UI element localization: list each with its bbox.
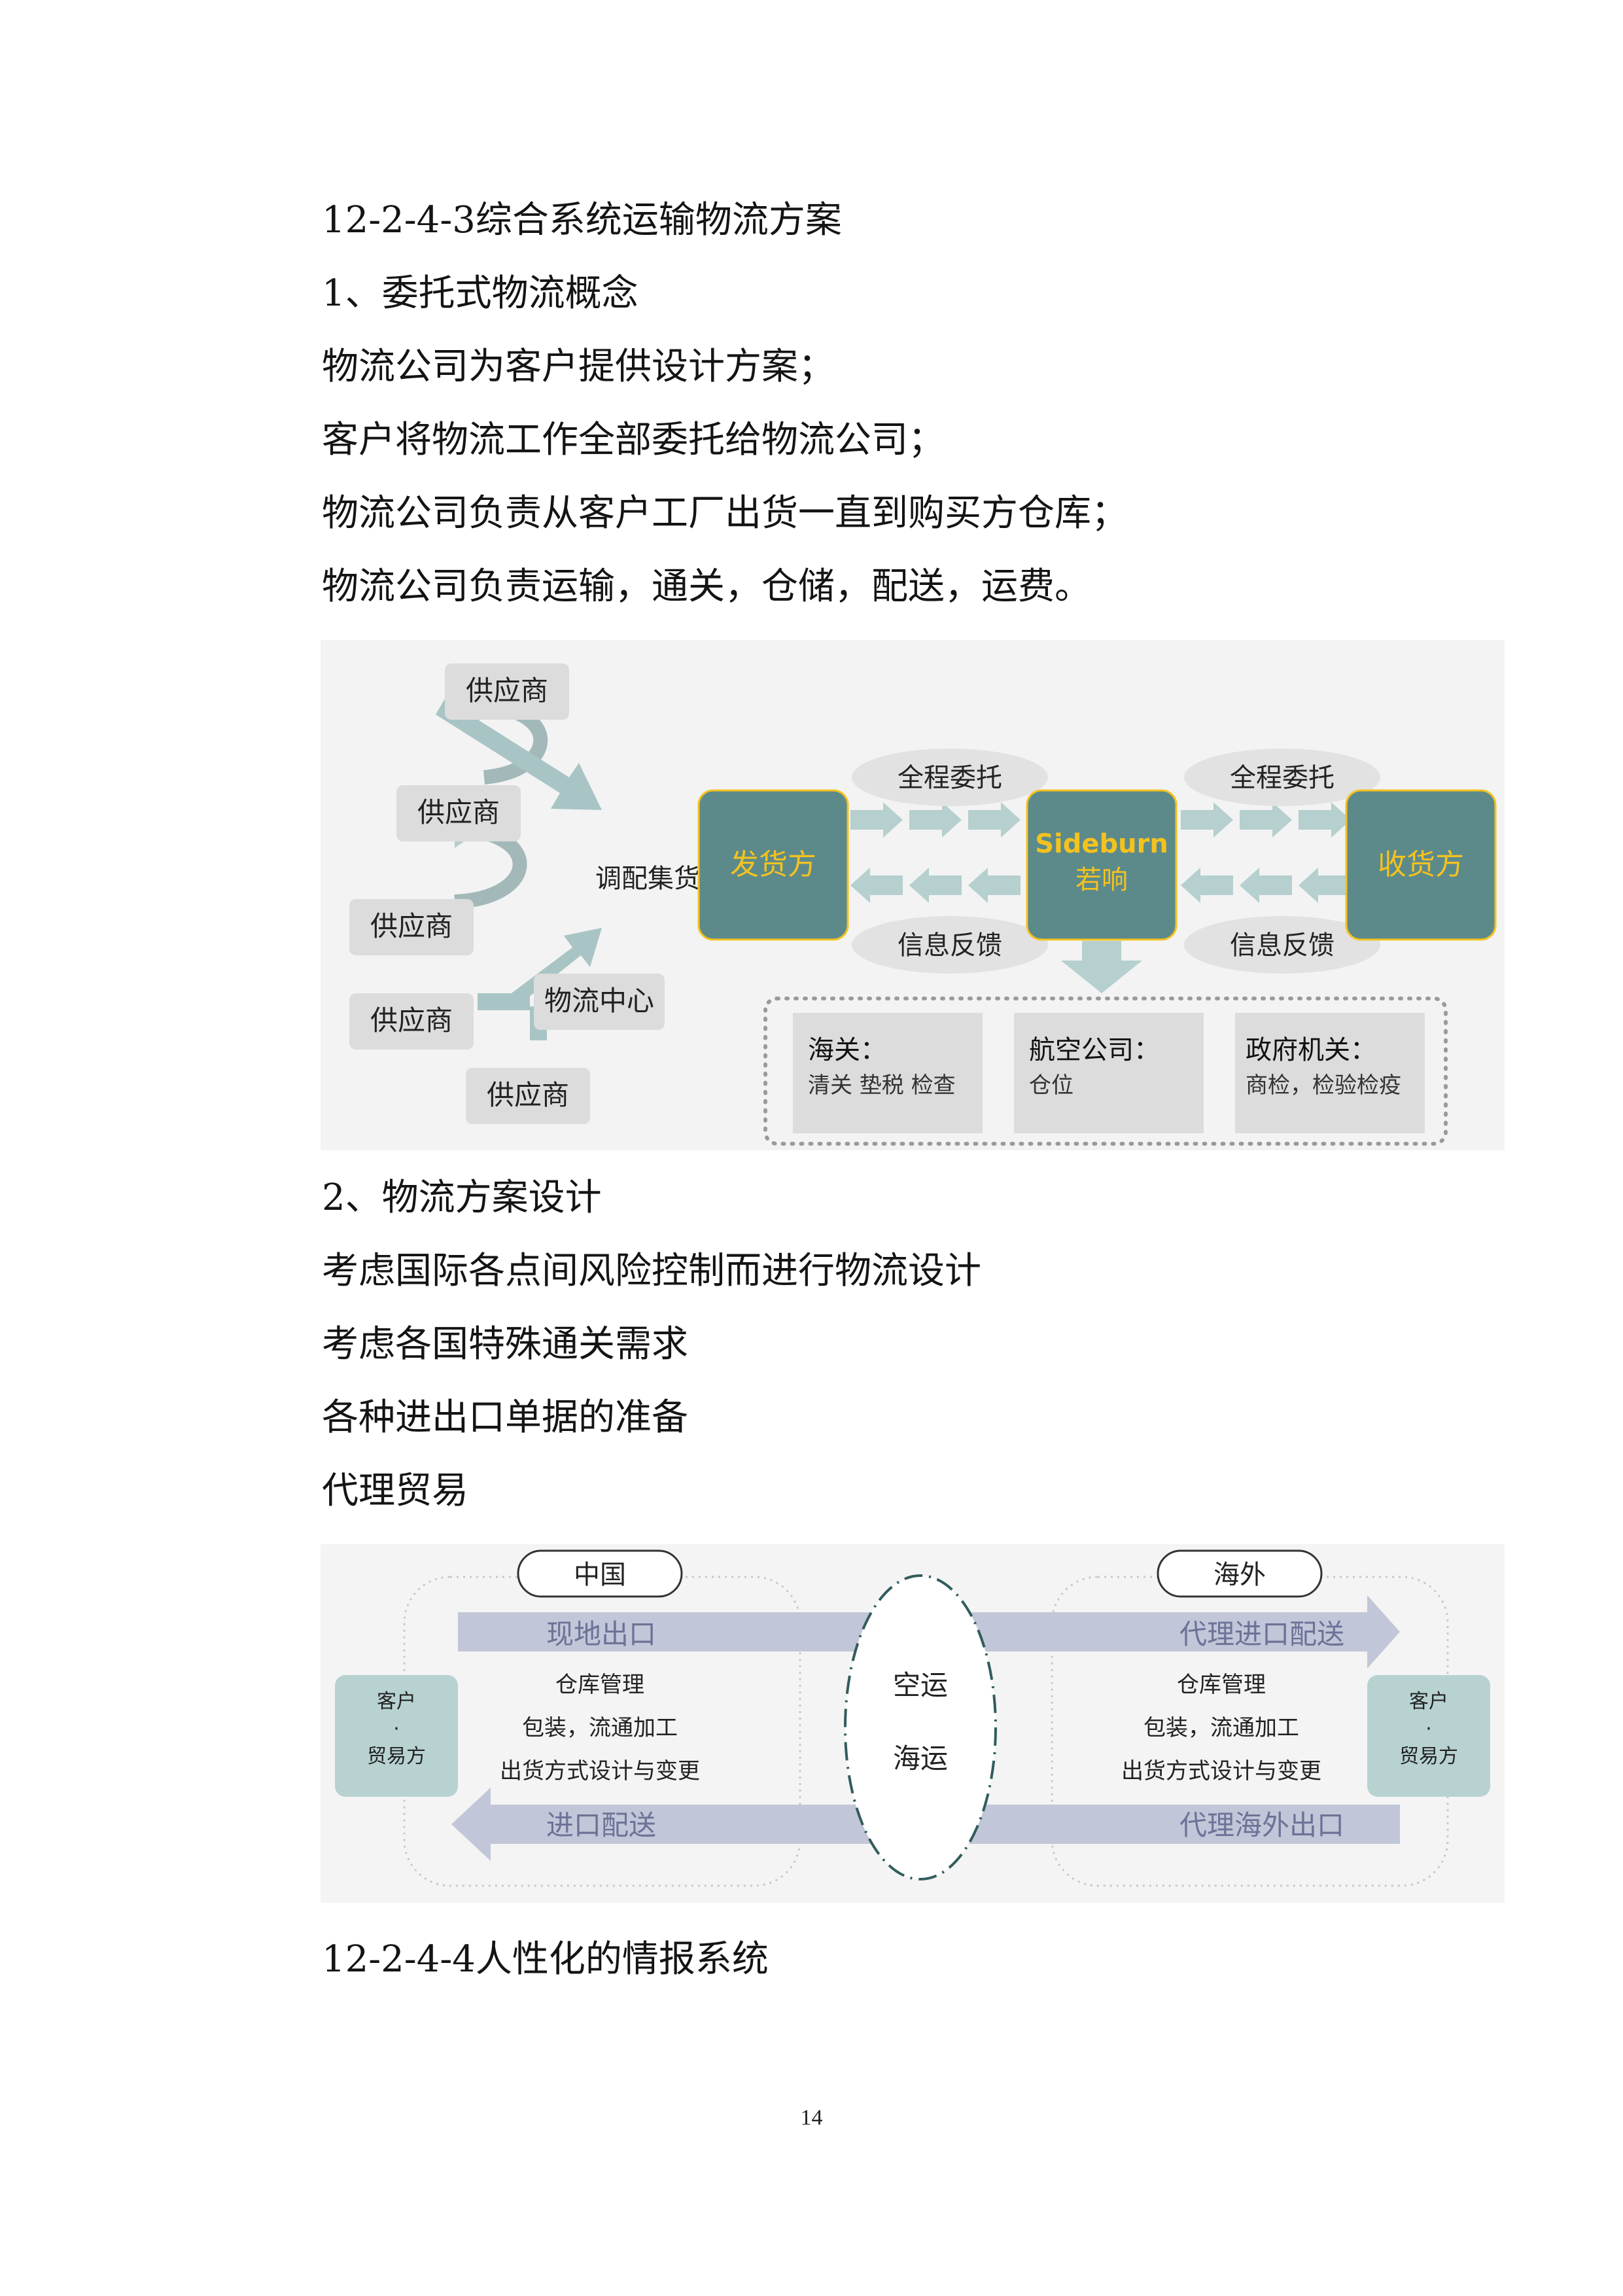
figure-entrusted-logistics: 供应商 供应商 供应商 供应商 供应商 调配集货 物流中心 — [321, 640, 1505, 1150]
section-heading-next: 12-2-4-4人性化的情报系统 — [322, 1938, 769, 1981]
supplier-node: 供应商 — [466, 1068, 590, 1124]
svg-text:包装，流通加工: 包装，流通加工 — [1143, 1715, 1299, 1741]
feedback-label: 信息反馈 — [1184, 916, 1380, 974]
svg-text:政府机关：: 政府机关： — [1246, 1035, 1376, 1065]
transport-ellipse: 空运 海运 — [844, 1574, 997, 1881]
feedback-flow-arrows — [850, 868, 1351, 903]
paragraph-line: 物流公司负责运输，通关，仓储，配送，运费。 — [322, 565, 1091, 608]
agencies-container — [763, 997, 1448, 1146]
agency-box-government: 政府机关： 商检，检验检疫 — [1235, 1013, 1425, 1133]
paragraph-line: 物流公司为客户提供设计方案； — [322, 345, 835, 388]
svg-text:客户: 客户 — [1409, 1690, 1448, 1713]
feedback-label: 信息反馈 — [852, 916, 1048, 974]
svg-text:空运: 空运 — [893, 1669, 948, 1701]
logistics-center-node: 物流中心 — [534, 974, 665, 1030]
import-delivery-label: 进口配送 — [546, 1809, 656, 1841]
svg-text:仓位: 仓位 — [1029, 1072, 1073, 1099]
svg-text:出货方式设计与变更: 出货方式设计与变更 — [500, 1758, 700, 1784]
paragraph-line: 客户将物流工作全部委托给物流公司； — [322, 419, 945, 461]
svg-text:若响: 若响 — [1075, 865, 1128, 895]
shipper-node: 发货方 — [697, 789, 849, 941]
entrust-flow-arrows — [850, 802, 1351, 838]
svg-text:海关：: 海关： — [808, 1035, 886, 1065]
paragraph-line: 考虑国际各点间风险控制而进行物流设计 — [322, 1250, 981, 1292]
export-local-label: 现地出口 — [546, 1618, 656, 1650]
svg-text:全程委托: 全程委托 — [898, 763, 1002, 793]
export-agent-label: 代理海外出口 — [1179, 1809, 1344, 1841]
entrust-label: 全程委托 — [1184, 749, 1380, 806]
down-arrow — [1061, 941, 1142, 993]
svg-text:航空公司：: 航空公司： — [1029, 1035, 1160, 1065]
svg-text:海外: 海外 — [1213, 1560, 1266, 1590]
agency-box-customs: 海关： 清关 垫税 检查 — [793, 1013, 983, 1133]
svg-text:信息反馈: 信息反馈 — [898, 930, 1002, 961]
svg-text:包装，流通加工: 包装，流通加工 — [522, 1715, 678, 1741]
svg-text:客户: 客户 — [377, 1690, 416, 1713]
china-label: 中国 — [517, 1549, 683, 1598]
svg-text:供应商: 供应商 — [370, 1004, 453, 1036]
supplier-node: 供应商 — [349, 993, 474, 1050]
client-right-box: 客户 · 贸易方 — [1367, 1675, 1490, 1797]
company-node: Sideburn 若响 — [1026, 789, 1178, 941]
svg-text:中国: 中国 — [574, 1560, 626, 1590]
subsection-title-1: 1、委托式物流概念 — [322, 272, 638, 315]
client-left-box: 客户 · 贸易方 — [335, 1675, 458, 1797]
supplier-node: 供应商 — [445, 663, 569, 720]
supplier-node: 供应商 — [349, 899, 474, 955]
svg-text:全程委托: 全程委托 — [1230, 763, 1335, 793]
consignee-node: 收货方 — [1345, 789, 1497, 941]
svg-text:发货方: 发货方 — [730, 848, 816, 881]
svg-text:收货方: 收货方 — [1378, 848, 1464, 881]
svg-text:仓库管理: 仓库管理 — [1177, 1672, 1266, 1698]
services-left: 仓库管理 包装，流通加工 出货方式设计与变更 — [500, 1672, 700, 1784]
overseas-label: 海外 — [1157, 1549, 1323, 1598]
paragraph-line: 考虑各国特殊通关需求 — [322, 1323, 688, 1366]
paragraph-line: 物流公司负责从客户工厂出货一直到购买方仓库； — [322, 492, 1128, 535]
svg-text:供应商: 供应商 — [370, 910, 453, 942]
services-right: 仓库管理 包装，流通加工 出货方式设计与变更 — [1121, 1672, 1321, 1784]
entrust-label: 全程委托 — [852, 749, 1048, 806]
svg-text:·: · — [393, 1718, 400, 1740]
supplier-node: 供应商 — [396, 785, 521, 841]
center-arrow — [507, 928, 602, 1008]
svg-text:海运: 海运 — [893, 1742, 948, 1775]
supply-arrow — [436, 699, 602, 810]
svg-text:商检，检验检疫: 商检，检验检疫 — [1246, 1072, 1401, 1099]
svg-text:清关 垫税 检查: 清关 垫税 检查 — [808, 1072, 956, 1099]
svg-text:信息反馈: 信息反馈 — [1230, 930, 1335, 961]
svg-text:供应商: 供应商 — [417, 796, 500, 828]
svg-text:供应商: 供应商 — [487, 1079, 569, 1111]
paragraph-line: 各种进出口单据的准备 — [322, 1396, 688, 1439]
svg-text:贸易方: 贸易方 — [367, 1745, 426, 1768]
figure-logistics-design: 中国 海外 现地出口 代理进口配送 进口配送 代理海外出口 空运 海运 仓库管理… — [321, 1544, 1505, 1903]
paragraph-line: 代理贸易 — [322, 1470, 468, 1512]
svg-text:·: · — [1425, 1718, 1432, 1740]
svg-text:供应商: 供应商 — [466, 675, 548, 707]
connector — [478, 993, 530, 1010]
svg-text:出货方式设计与变更: 出货方式设计与变更 — [1121, 1758, 1321, 1784]
svg-text:贸易方: 贸易方 — [1399, 1745, 1458, 1768]
agency-box-airline: 航空公司： 仓位 — [1014, 1013, 1204, 1133]
consolidate-label: 调配集货 — [595, 864, 700, 894]
page-number: 14 — [800, 2106, 823, 2130]
svg-text:Sideburn: Sideburn — [1035, 829, 1168, 859]
svg-text:物流中心: 物流中心 — [544, 985, 654, 1017]
subsection-title-2: 2、物流方案设计 — [322, 1176, 602, 1219]
svg-text:仓库管理: 仓库管理 — [555, 1672, 644, 1698]
section-heading: 12-2-4-3综合系统运输物流方案 — [322, 199, 842, 241]
import-agent-label: 代理进口配送 — [1179, 1618, 1344, 1650]
